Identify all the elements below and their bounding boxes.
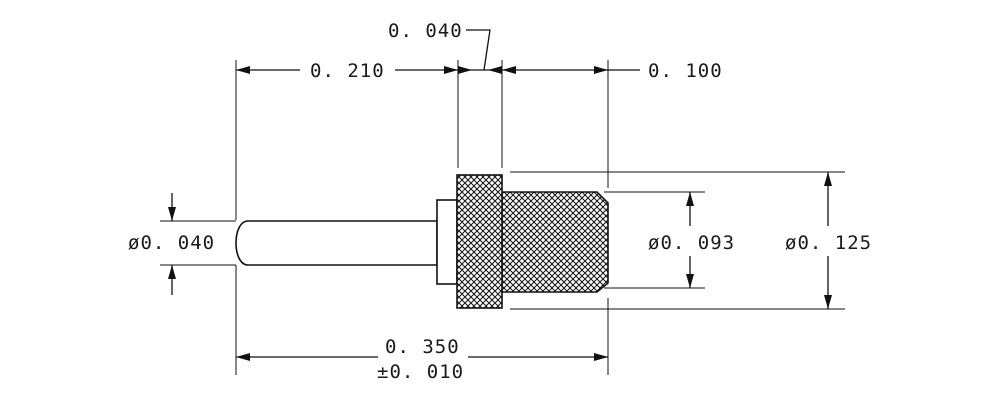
pin-shaft [235, 220, 438, 266]
knurled-collar [456, 174, 503, 309]
inner-diameter-label: ø0. 093 [648, 232, 735, 254]
dimension-labels: 0. 040 0. 210 0. 100 ø0. 040 ø0. 093 ø0.… [128, 20, 872, 383]
pin-diameter-label: ø0. 040 [128, 232, 215, 254]
pin-length-label: 0. 210 [310, 60, 385, 82]
dimension-lines [168, 29, 832, 361]
overall-length-label: 0. 350 [385, 336, 460, 358]
sleeve-length-label: 0. 100 [648, 60, 723, 82]
step-shoulder [436, 199, 458, 285]
outer-diameter-label: ø0. 125 [785, 232, 872, 254]
collar-width-label: 0. 040 [388, 20, 463, 42]
knurled-sleeve [501, 191, 609, 293]
overall-tolerance-label: ±0. 010 [377, 361, 464, 383]
connector-part [235, 174, 609, 309]
extension-lines [160, 60, 845, 375]
